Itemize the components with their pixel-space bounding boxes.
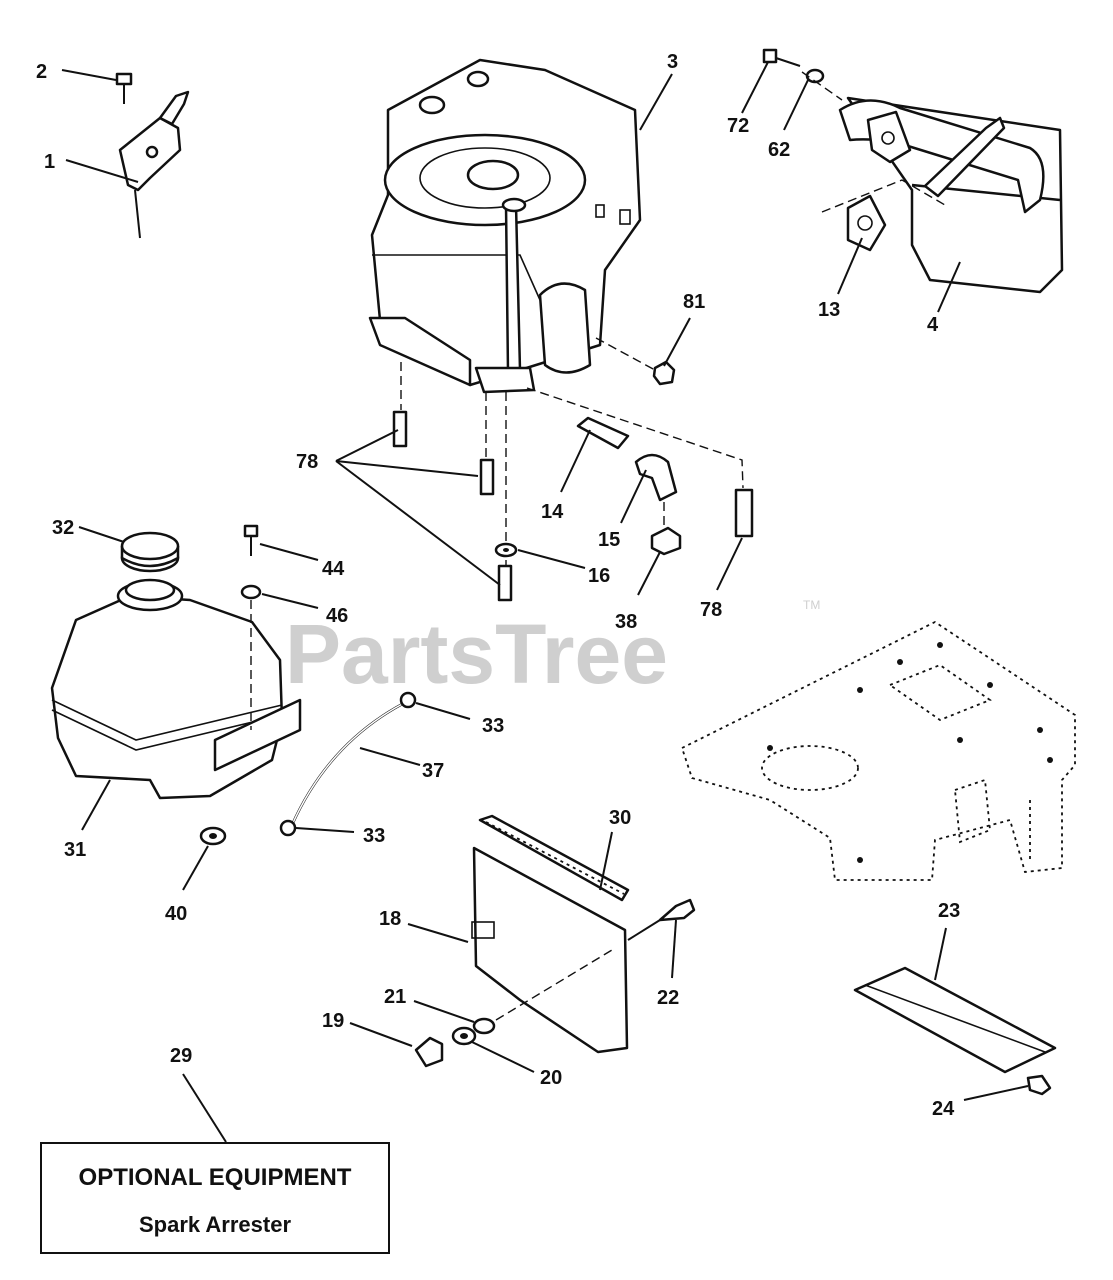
callout-14: 14 xyxy=(541,501,564,523)
washer-part-20[interactable] xyxy=(451,1026,477,1046)
screw-part-24[interactable] xyxy=(1026,1074,1052,1096)
wing-bolt-part-22[interactable] xyxy=(627,898,696,941)
callout-40: 40 xyxy=(165,903,187,925)
fuel-cap-part[interactable] xyxy=(120,531,180,573)
callout-2: 2 xyxy=(36,61,47,83)
callout-18: 18 xyxy=(379,908,401,930)
callout-15: 15 xyxy=(598,529,620,551)
callout-32: 32 xyxy=(52,517,74,539)
callout-1: 1 xyxy=(44,151,55,173)
callout-16: 16 xyxy=(588,565,610,587)
spark-arrester-label: Spark Arrester xyxy=(138,1212,292,1237)
drain-plug-part[interactable] xyxy=(650,526,682,556)
callout-72: 72 xyxy=(727,115,749,137)
fuel-line-part[interactable] xyxy=(290,698,411,826)
callout-33-lower: 33 xyxy=(363,825,385,847)
washer-part-16[interactable] xyxy=(494,542,518,558)
engine-bolt-part-b[interactable] xyxy=(479,458,495,496)
callout-81: 81 xyxy=(683,291,705,313)
callout-29: 29 xyxy=(170,1045,192,1067)
washer-part-46[interactable] xyxy=(240,584,262,600)
callout-78-right: 78 xyxy=(700,599,722,621)
callout-13: 13 xyxy=(818,299,840,321)
callout-46: 46 xyxy=(326,605,348,627)
cover-plate-part[interactable] xyxy=(853,966,1057,1074)
heat-shield-part[interactable] xyxy=(471,846,629,1054)
wing-nut-part-19[interactable] xyxy=(414,1036,444,1068)
seal-strip-part[interactable] xyxy=(478,814,630,902)
callout-31: 31 xyxy=(64,839,86,861)
callout-24: 24 xyxy=(932,1098,955,1120)
clamp-part-33-upper[interactable] xyxy=(399,691,417,709)
callout-23: 23 xyxy=(938,900,960,922)
callout-4: 4 xyxy=(927,314,939,336)
callout-19: 19 xyxy=(322,1010,344,1032)
drain-elbow-part[interactable] xyxy=(634,453,678,502)
callout-21: 21 xyxy=(384,986,406,1008)
callout-22: 22 xyxy=(657,987,679,1009)
engine-part[interactable] xyxy=(368,58,642,394)
callout-62: 62 xyxy=(768,139,790,161)
callout-44: 44 xyxy=(322,558,345,580)
callout-33-upper: 33 xyxy=(482,715,504,737)
lock-washer-part[interactable] xyxy=(805,68,825,84)
screw-part-2[interactable] xyxy=(115,72,133,104)
callout-38: 38 xyxy=(615,611,637,633)
nut-part-40[interactable] xyxy=(199,826,227,846)
optional-equipment-title: OPTIONAL EQUIPMENT xyxy=(78,1164,352,1191)
callout-78-left: 78 xyxy=(296,451,318,473)
exhaust-gasket-part[interactable] xyxy=(846,194,887,252)
screw-part-44[interactable] xyxy=(243,524,259,556)
exhaust-flange-part[interactable] xyxy=(866,110,912,164)
throttle-control-part[interactable] xyxy=(118,90,190,239)
watermark-tm: TM xyxy=(803,598,820,612)
drain-extension-part[interactable] xyxy=(576,416,630,450)
frame-plate-part[interactable] xyxy=(680,620,1076,881)
callout-3: 3 xyxy=(667,51,678,73)
callout-30: 30 xyxy=(609,807,631,829)
optional-equipment-box: OPTIONAL EQUIPMENT Spark Arrester xyxy=(40,1142,390,1254)
watermark-text: PartsTree xyxy=(285,607,668,701)
bolt-part-72[interactable] xyxy=(762,48,801,67)
fuel-tank-part[interactable] xyxy=(50,578,302,800)
engine-bolt-part-c[interactable] xyxy=(497,564,513,602)
washer-part-21[interactable] xyxy=(472,1017,496,1035)
engine-bolt-part-a[interactable] xyxy=(392,410,408,448)
callout-37: 37 xyxy=(422,760,444,782)
clamp-part-33-lower[interactable] xyxy=(279,819,297,837)
callout-20: 20 xyxy=(540,1067,562,1089)
engine-bolt-part-d[interactable] xyxy=(734,488,754,538)
leader-lines xyxy=(61,61,1029,1143)
